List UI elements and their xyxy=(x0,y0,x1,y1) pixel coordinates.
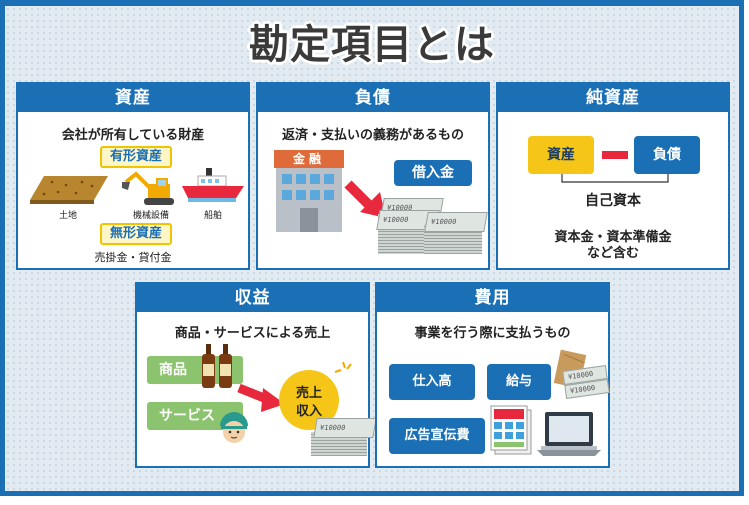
loan-pill: 借入金 xyxy=(394,160,472,186)
card-revenue-header: 収益 xyxy=(137,284,368,312)
equity-result: 自己資本 xyxy=(585,193,641,209)
card-expenses-header: 費用 xyxy=(377,284,608,312)
excavator-icon xyxy=(122,171,174,205)
equity-liabilities-box: 負債 xyxy=(634,136,700,174)
flyer-icon xyxy=(490,405,532,455)
sales-line2: 収入 xyxy=(295,404,322,419)
sales-line1: 売上 xyxy=(295,386,322,401)
purchase-pill: 仕入高 xyxy=(389,364,475,400)
minus-sign xyxy=(602,151,628,159)
card-assets: 資産 会社が所有している財産 有形資産 土地 機械設備 船舶 無形資産 売掛金・… xyxy=(16,82,250,270)
card-expenses: 費用 事業を行う際に支払うもの 仕入高 給与 ¥10000 ¥10000 広告宣… xyxy=(375,282,610,468)
advertising-pill: 広告宣伝費 xyxy=(389,418,485,454)
page-title: 勘定項目とは xyxy=(249,22,495,68)
laptop-icon xyxy=(537,412,601,456)
liabilities-description: 返済・支払いの義務があるもの xyxy=(281,128,464,143)
worker-icon xyxy=(220,412,248,443)
card-revenue: 収益 商品・サービスによる売上 商品 サービス 売上 収入 ¥10000 xyxy=(135,282,377,468)
tangible-assets-tag: 有形資産 xyxy=(100,146,172,168)
sparkle-icon xyxy=(334,361,352,373)
bank-building-icon xyxy=(274,150,344,232)
money-bill-3: ¥10000 xyxy=(424,212,488,232)
card-equity: 純資産 資産 負債 自己資本 資本金・資本準備金 など含む xyxy=(496,82,730,270)
expenses-description: 事業を行う際に支払うもの xyxy=(414,326,571,341)
card-liabilities: 負債 返済・支払いの義務があるもの 金融 借入金 ¥10000 ¥10000 ¥… xyxy=(256,82,490,270)
intangible-assets-tag: 無形資産 xyxy=(100,223,172,245)
assets-description: 会社が所有している財産 xyxy=(61,128,205,143)
bracket-line xyxy=(561,174,669,183)
equity-assets-box: 資産 xyxy=(528,136,594,174)
land-label: 土地 xyxy=(58,211,77,221)
equity-note-line1: 資本金・資本準備金 xyxy=(554,230,672,245)
bottle-icon xyxy=(202,344,232,388)
salary-pill: 給与 xyxy=(487,364,551,400)
revenue-money-bill: ¥10000 xyxy=(313,418,377,438)
land-icon xyxy=(30,176,108,204)
intangible-assets-desc: 売掛金・貸付金 xyxy=(94,251,172,264)
ship-label: 船舶 xyxy=(203,211,222,221)
revenue-description: 商品・サービスによる売上 xyxy=(174,326,331,341)
card-assets-header: 資産 xyxy=(18,84,248,112)
equity-note-line2: など含む xyxy=(586,246,639,261)
bank-sign: 金融 xyxy=(292,152,325,166)
machine-label: 機械設備 xyxy=(132,211,169,221)
ship-icon xyxy=(182,168,244,202)
card-liabilities-header: 負債 xyxy=(258,84,488,112)
card-equity-header: 純資産 xyxy=(498,84,728,112)
